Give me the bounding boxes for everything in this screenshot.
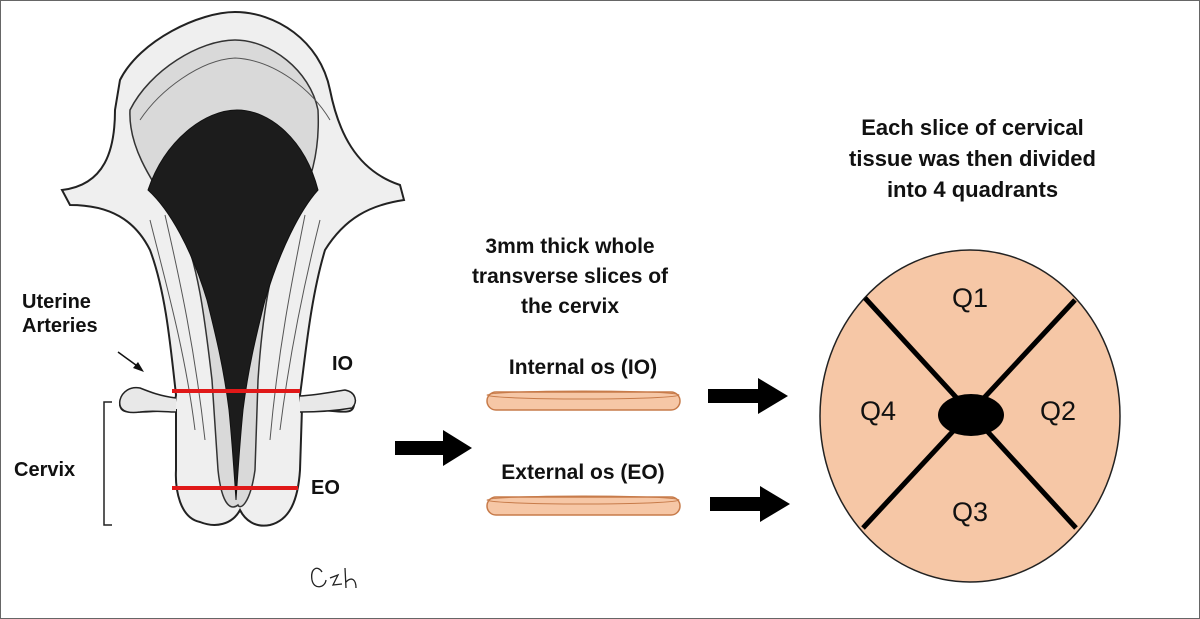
internal-os-label: Internal os (IO) xyxy=(508,356,658,379)
quadrant-q2: Q2 xyxy=(1040,396,1077,426)
pointer-arrow xyxy=(117,351,144,372)
arrow-right-icon xyxy=(710,486,790,522)
uterus-illustration xyxy=(60,10,406,527)
cervix-bracket xyxy=(103,401,112,526)
external-os-slice xyxy=(486,495,681,516)
artist-signature xyxy=(311,567,357,589)
slices-title: 3mm thick whole transverse slices of the… xyxy=(471,235,669,318)
external-os-label: External os (EO) xyxy=(501,461,665,484)
quadrant-q3: Q3 xyxy=(952,497,989,527)
quadrant-q1: Q1 xyxy=(952,283,989,313)
quadrants-title: Each slice of cervical tissue was then d… xyxy=(849,115,1096,202)
arrow-right-icon xyxy=(708,378,788,414)
cervical-canal xyxy=(938,394,1004,436)
uterine-arteries-label: Uterine Arteries xyxy=(22,291,98,337)
io-label: IO xyxy=(332,353,354,375)
eo-label: EO xyxy=(311,477,340,499)
internal-os-slice xyxy=(486,390,681,411)
cervix-label: Cervix xyxy=(14,459,76,481)
quadrant-circle xyxy=(819,249,1121,583)
arrow-right-icon xyxy=(395,430,472,466)
quadrant-q4: Q4 xyxy=(860,396,897,426)
